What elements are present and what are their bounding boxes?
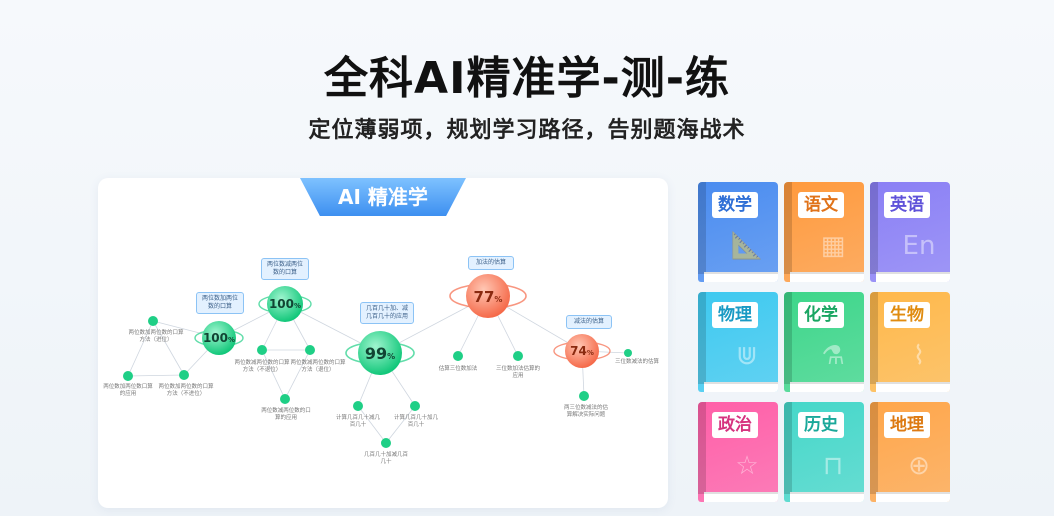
page-subtitle: 定位薄弱项，规划学习路径，告别题海战术 (308, 118, 746, 143)
mastery-node-label: 两位数加两位数的口算 (196, 292, 244, 314)
globe-icon: ⊕ (908, 451, 930, 481)
book-pages (704, 272, 778, 282)
subject-label: 英语 (884, 192, 930, 218)
mastery-nodes (194, 274, 611, 375)
leaf-node[interactable] (353, 401, 363, 411)
leaf-node[interactable] (257, 345, 267, 355)
subject-card-9[interactable]: 地理 ⊕ (870, 402, 950, 502)
mastery-percent: 77% (473, 288, 503, 306)
book-pages (704, 492, 778, 502)
subject-card-7[interactable]: 政治 ☆ (698, 402, 778, 502)
knowledge-graph (123, 274, 632, 448)
subject-card-5[interactable]: 化学 ⚗ (784, 292, 864, 392)
leaf-node[interactable] (148, 316, 158, 326)
subject-card-8[interactable]: 历史 ⊓ (784, 402, 864, 502)
leaf-nodes (123, 316, 632, 448)
book-spine (784, 402, 792, 494)
subject-label: 历史 (798, 412, 844, 438)
book-spine (698, 292, 706, 384)
mastery-node-red[interactable] (466, 274, 510, 318)
leaf-label: 三位数减法的估算 (614, 359, 659, 365)
subject-label: 化学 (798, 302, 844, 328)
mastery-node-label: 两位数减两位数的口算 (261, 258, 309, 280)
subject-label: 生物 (884, 302, 930, 328)
subject-label: 语文 (798, 192, 844, 218)
mastery-node-red[interactable] (565, 334, 599, 368)
leaf-label: 计算几百几十减几百几十 (335, 415, 380, 428)
mastery-node-green[interactable] (358, 331, 402, 375)
leaf-node[interactable] (624, 349, 632, 357)
book-spine (784, 182, 792, 274)
en-icon: En (902, 231, 936, 261)
mastery-percent: 100% (268, 297, 302, 311)
star-icon: ☆ (735, 451, 759, 481)
leaf-label: 两三位数减法的估算解决实际问题 (563, 405, 608, 418)
book-spine (870, 292, 878, 384)
bench-icon: ⊓ (822, 451, 844, 481)
leaf-node[interactable] (579, 391, 589, 401)
page-title: 全科AI精准学-测-练 (324, 53, 730, 104)
mastery-node-green[interactable] (267, 286, 303, 322)
dna-icon: ⌇ (912, 341, 926, 371)
book-pages (876, 492, 950, 502)
flask-icon: ⚗ (821, 341, 845, 371)
subject-card-2[interactable]: 语文 ▦ (784, 182, 864, 282)
book-pages (876, 382, 950, 392)
subject-card-4[interactable]: 物理 ⋓ (698, 292, 778, 392)
ruler-icon: 📐 (730, 231, 764, 261)
mastery-percent: 100% (202, 331, 236, 345)
subject-label: 地理 (884, 412, 930, 438)
subject-card-1[interactable]: 数学 📐 (698, 182, 778, 282)
book-pages (876, 272, 950, 282)
subject-label: 物理 (712, 302, 758, 328)
leaf-node[interactable] (123, 371, 133, 381)
leaf-node[interactable] (410, 401, 420, 411)
knowledge-map-panel: AI 精准学 100% 100% 99% 77% 74% 两位数加两位数的口算 … (98, 178, 668, 508)
subject-card-3[interactable]: 英语 En (870, 182, 950, 282)
book-pages (790, 382, 864, 392)
leaf-label: 两位数加两位数的口算方法（进位） (128, 330, 184, 343)
book-spine (870, 402, 878, 494)
mastery-node-label: 加法的估算 (468, 256, 514, 270)
leaf-node[interactable] (280, 394, 290, 404)
book-pages (790, 492, 864, 502)
leaf-node[interactable] (381, 438, 391, 448)
book-spine (698, 402, 706, 494)
book-pages (790, 272, 864, 282)
leaf-label: 两位数减两位数的口算的应用 (261, 408, 311, 421)
mastery-percent: 99% (364, 344, 396, 363)
leaf-node[interactable] (305, 345, 315, 355)
leaf-label: 两位数加两位数口算的应用 (103, 384, 153, 397)
leaf-label: 两位数加两位数的口算方法（不进位） (158, 384, 214, 397)
map-tab[interactable]: AI 精准学 (300, 178, 466, 216)
mastery-node-label: 几百几十加、减几百几十的应用 (360, 302, 414, 324)
book-spine (698, 182, 706, 274)
subject-label: 数学 (712, 192, 758, 218)
leaf-label: 三位数加法估算的应用 (496, 366, 541, 379)
leaf-label: 计算几百几十加几百几十 (393, 415, 438, 428)
leaf-node[interactable] (453, 351, 463, 361)
mastery-percent: 74% (570, 344, 594, 358)
magnet-icon: ⋓ (736, 341, 758, 371)
subject-card-6[interactable]: 生物 ⌇ (870, 292, 950, 392)
book-spine (784, 292, 792, 384)
book-pages (704, 382, 778, 392)
leaf-label: 几百几十加减几百几十 (364, 452, 409, 465)
subject-label: 政治 (712, 412, 758, 438)
book-spine (870, 182, 878, 274)
leaf-node[interactable] (179, 370, 189, 380)
leaf-label: 两位数减两位数的口算方法（退位） (290, 360, 346, 373)
mastery-node-green[interactable] (202, 321, 236, 355)
leaf-node[interactable] (513, 351, 523, 361)
book-grid-icon: ▦ (820, 231, 846, 261)
subject-grid: 数学 📐 语文 ▦ 英语 En 物理 ⋓ 化学 ⚗ 生物 ⌇ 政治 ☆ 历史 ⊓ 地理 ⊕ (698, 182, 950, 504)
mastery-node-label: 减法的估算 (566, 315, 612, 329)
leaf-label: 估算三位数加法 (438, 366, 478, 372)
leaf-label: 两位数减两位数的口算方法（不退位） (234, 360, 290, 373)
